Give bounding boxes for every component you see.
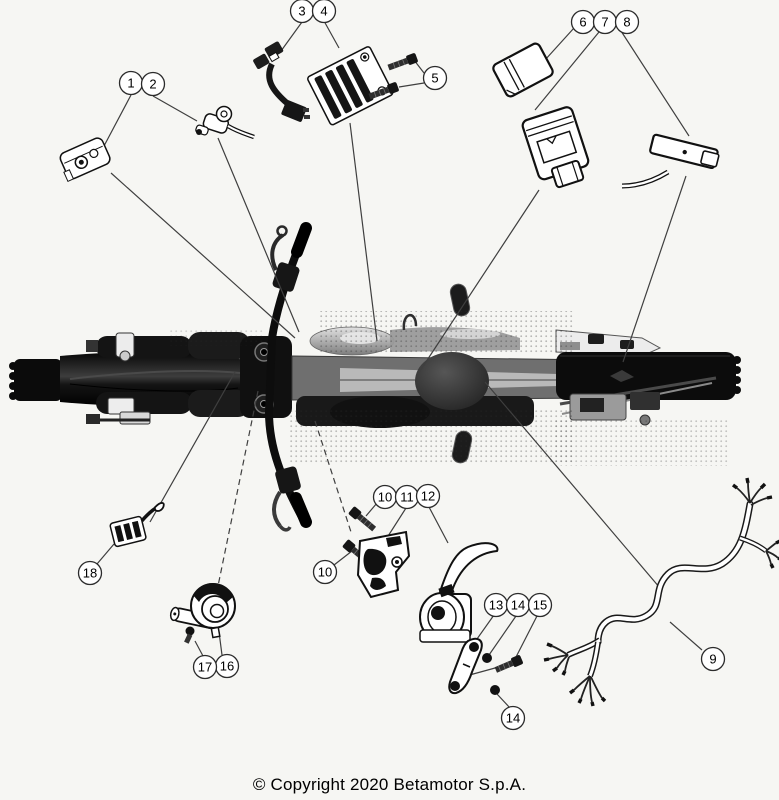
part-14-nuts xyxy=(482,653,500,695)
callout-1: 1 xyxy=(118,70,144,96)
svg-text:6: 6 xyxy=(579,15,586,30)
callout-2: 2 xyxy=(140,71,166,97)
svg-text:14: 14 xyxy=(511,598,525,613)
svg-text:13: 13 xyxy=(489,598,503,613)
svg-text:8: 8 xyxy=(623,15,630,30)
callout-4: 4 xyxy=(311,0,337,24)
callout-11: 11 xyxy=(394,484,420,510)
callout-7: 7 xyxy=(592,9,618,35)
svg-text:16: 16 xyxy=(220,659,234,674)
part-4-regulator xyxy=(307,46,394,126)
part-15-screw xyxy=(494,655,523,673)
callout-10: 10 xyxy=(372,484,398,510)
svg-text:10: 10 xyxy=(378,490,392,505)
callout-18: 18 xyxy=(77,560,103,586)
svg-text:11: 11 xyxy=(400,490,414,505)
part-11-bracket-plate xyxy=(356,530,411,599)
callout-15: 15 xyxy=(527,592,553,618)
callout-16: 16 xyxy=(214,653,240,679)
callout-8: 8 xyxy=(614,9,640,35)
callout-14: 14 xyxy=(505,592,531,618)
leader-lines-dashed xyxy=(217,390,352,587)
callout-14: 14 xyxy=(500,705,526,731)
leader-lines xyxy=(96,20,703,709)
svg-text:2: 2 xyxy=(149,77,156,92)
part-5-screws xyxy=(368,53,418,100)
svg-text:4: 4 xyxy=(320,4,327,19)
callout-13: 13 xyxy=(483,592,509,618)
callout-10: 10 xyxy=(312,559,338,585)
callout-3: 3 xyxy=(289,0,315,24)
callout-17: 17 xyxy=(192,654,218,680)
part-2-sensor xyxy=(195,105,255,140)
part-9-wiring-harness xyxy=(543,477,779,707)
svg-text:14: 14 xyxy=(506,711,520,726)
part-12-guard-and-coil xyxy=(419,542,499,643)
svg-text:1: 1 xyxy=(127,76,134,91)
part-13-bracket xyxy=(448,637,483,695)
callout-5: 5 xyxy=(422,65,448,91)
copyright-text: © Copyright 2020 Betamotor S.p.A. xyxy=(252,775,527,794)
part-1-switch xyxy=(59,137,111,183)
part-7-connector xyxy=(521,106,590,189)
part-16-horn xyxy=(169,583,236,639)
callout-12: 12 xyxy=(415,483,441,509)
part-17-bolt xyxy=(184,626,195,644)
svg-text:18: 18 xyxy=(83,566,97,581)
svg-text:10: 10 xyxy=(318,565,332,580)
svg-text:7: 7 xyxy=(601,15,608,30)
svg-text:15: 15 xyxy=(533,598,547,613)
callout-9: 9 xyxy=(700,646,726,672)
part-6-ecu-box xyxy=(492,42,554,98)
callout-6: 6 xyxy=(570,9,596,35)
part-8-sensor-cable xyxy=(621,133,720,189)
part-3-cable-connectors xyxy=(253,41,310,122)
svg-text:9: 9 xyxy=(709,652,716,667)
svg-text:3: 3 xyxy=(298,4,305,19)
svg-text:12: 12 xyxy=(421,489,435,504)
part-18-connector xyxy=(109,502,165,548)
svg-text:17: 17 xyxy=(198,660,212,675)
svg-text:5: 5 xyxy=(431,71,438,86)
motorcycle-top-view-illustration xyxy=(9,222,741,532)
